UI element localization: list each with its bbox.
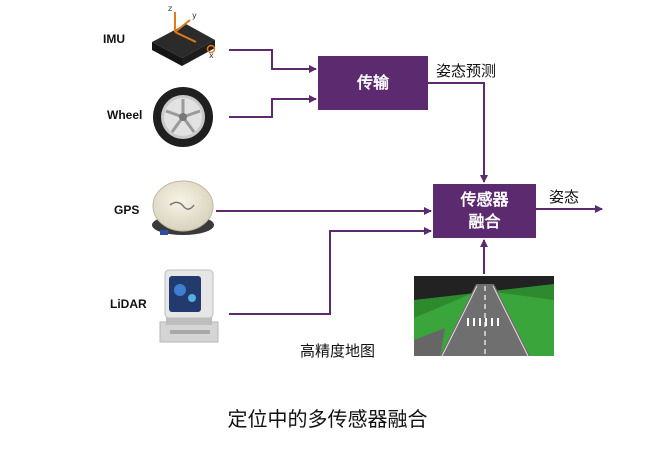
imu-axis-y: y bbox=[192, 11, 197, 20]
arrow-imu-to-transfer bbox=[229, 50, 316, 69]
imu-label: IMU bbox=[103, 32, 125, 46]
gps-label: GPS bbox=[114, 203, 139, 217]
transfer-label: 传输 bbox=[357, 72, 389, 94]
imu-chip-icon bbox=[152, 12, 215, 66]
sensor-fusion-box: 传感器 融合 bbox=[433, 184, 536, 238]
hd-map-label: 高精度地图 bbox=[300, 340, 375, 361]
arrow-wheel-to-transfer bbox=[229, 99, 316, 117]
pose-output-label: 姿态 bbox=[549, 186, 579, 207]
arrow-lidar-to-fusion bbox=[229, 231, 431, 314]
imu-axis-x: x bbox=[209, 51, 214, 60]
imu-axis-z: z bbox=[168, 4, 172, 13]
hd-map-image bbox=[414, 276, 554, 356]
wheel-label: Wheel bbox=[107, 108, 142, 122]
arrow-transfer-to-fusion bbox=[428, 83, 484, 182]
fusion-label-line2: 融合 bbox=[468, 211, 500, 233]
wheel-icon bbox=[153, 87, 213, 147]
pose-prediction-label: 姿态预测 bbox=[436, 60, 496, 81]
figure-caption: 定位中的多传感器融合 bbox=[0, 403, 655, 432]
lidar-device-icon bbox=[160, 270, 218, 342]
fusion-label-line1: 传感器 bbox=[460, 189, 508, 211]
lidar-label: LiDAR bbox=[110, 297, 147, 311]
gps-receiver-icon bbox=[152, 181, 214, 235]
transfer-box: 传输 bbox=[318, 56, 428, 110]
